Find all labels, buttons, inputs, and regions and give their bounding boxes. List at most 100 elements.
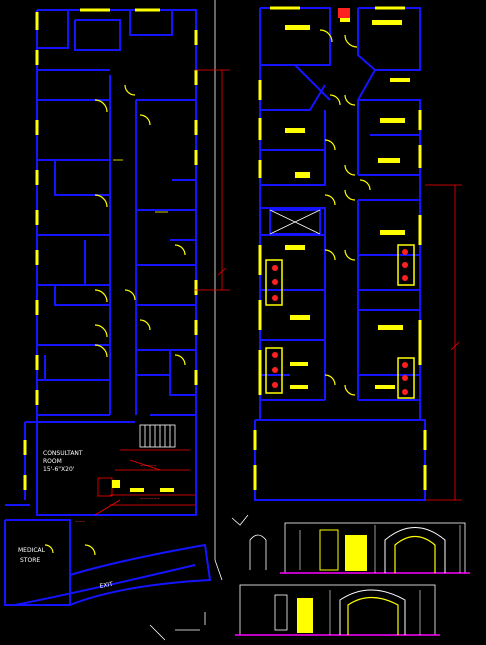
elevation-upper [280,522,470,574]
left-doors [44,84,186,556]
toilet-cubicle [397,244,415,286]
door-swing [359,179,371,191]
wall-rl-h1 [260,84,326,111]
dim-tick [450,341,460,351]
wall-top-room-c [129,10,173,36]
furniture-block [380,230,405,235]
fixture-toilet [272,295,278,301]
right-fixtures [272,8,408,395]
left-labels: CONSULTANT ROOM 15'-6"X20' MEDICAL STORE… [18,450,114,590]
furniture-block [295,172,310,178]
section-arch [339,589,406,635]
fixture-toilet [272,382,278,388]
fixture-toilet [272,367,278,373]
door-swing [344,94,356,106]
door-swing [124,84,136,96]
left-windows [23,8,198,490]
wall-top-left-room [259,7,331,66]
fixture-toilet [402,375,408,381]
fixture-toilet [402,389,408,395]
door-swing [324,249,336,261]
right-windows [253,6,427,490]
medical-store-label: MEDICAL [18,547,46,554]
elevation-door [319,529,339,571]
furniture-block [378,158,400,163]
elevation-lower [235,584,440,636]
door-swing [174,244,186,256]
reception-annotations [94,449,195,516]
wall-right-h8 [169,350,196,396]
furniture-block [290,362,308,366]
exit-ramp-outline [69,543,212,606]
center-dimension [195,69,230,291]
left-dim-marks [113,159,168,213]
right-plan-right-wall [358,99,421,420]
fixture [130,488,144,492]
shaft-cross-line [269,209,321,235]
section-arch-inner [347,596,399,635]
dim-tick [217,267,227,276]
door-swing [94,194,108,208]
wall-rl-h3 [260,110,326,186]
detail-sketches [149,514,267,641]
door-swing [344,384,356,396]
fixture-toilet [402,262,408,268]
toilet-cubicle [265,347,283,394]
door-swing [324,374,336,386]
wall-diagonal [294,64,331,101]
detail-mark [149,624,166,641]
leader-line [94,499,121,516]
door-swing [344,189,356,201]
exit-label: EXIT [99,581,114,590]
red-note: ~~~~~ [140,463,157,468]
fixture-toilet [402,362,408,368]
elevation-arch [384,527,446,573]
door-swing [139,319,151,331]
door-swing [139,114,151,126]
door-swing [324,194,336,206]
fixture-toilet [402,275,408,281]
door-swing [319,29,333,43]
door-swing [94,289,108,303]
reception-labels: ~~~~~ ~~~~~~ ~~~ [75,463,160,524]
wall-diagonal [357,69,376,101]
door-swing [329,94,341,106]
consultant-room-label: CONSULTANT [43,450,83,457]
right-dimension [425,184,462,501]
furniture-block [285,128,305,133]
furniture-block [285,25,310,30]
fixture [160,488,174,492]
furniture-block [380,118,405,123]
section-door [274,594,288,631]
shaft-box [269,209,321,235]
right-furniture [285,12,410,389]
door-swing [84,544,96,556]
door-swing [94,99,108,113]
fixture-toilet [272,265,278,271]
consultant-room-label-2: ROOM [43,458,62,465]
fixture-toilet [272,279,278,285]
red-note: ~~~~~~ [140,496,160,501]
stair [139,424,176,448]
fixture-walls [265,244,415,399]
furniture-block [390,78,410,82]
exit-ramp-arc [14,564,196,606]
toilet-cubicle [265,259,283,306]
medical-store-label-2: STORE [20,557,40,564]
section-panel [297,598,313,633]
stair-outline [139,424,176,448]
guide-line-tail [214,559,223,581]
elevation-arch-inner [394,535,436,573]
furniture-block [375,385,395,389]
wall-left-h4 [54,160,110,196]
detail-mark [231,514,249,526]
fixture [112,480,120,488]
door-swing [344,164,356,176]
furniture-block [378,325,403,330]
detail-arch [249,534,267,570]
door-swing [344,249,356,261]
wall-top-right-room [357,7,421,71]
consultant-size-label: 15'-6"X20' [43,466,75,473]
